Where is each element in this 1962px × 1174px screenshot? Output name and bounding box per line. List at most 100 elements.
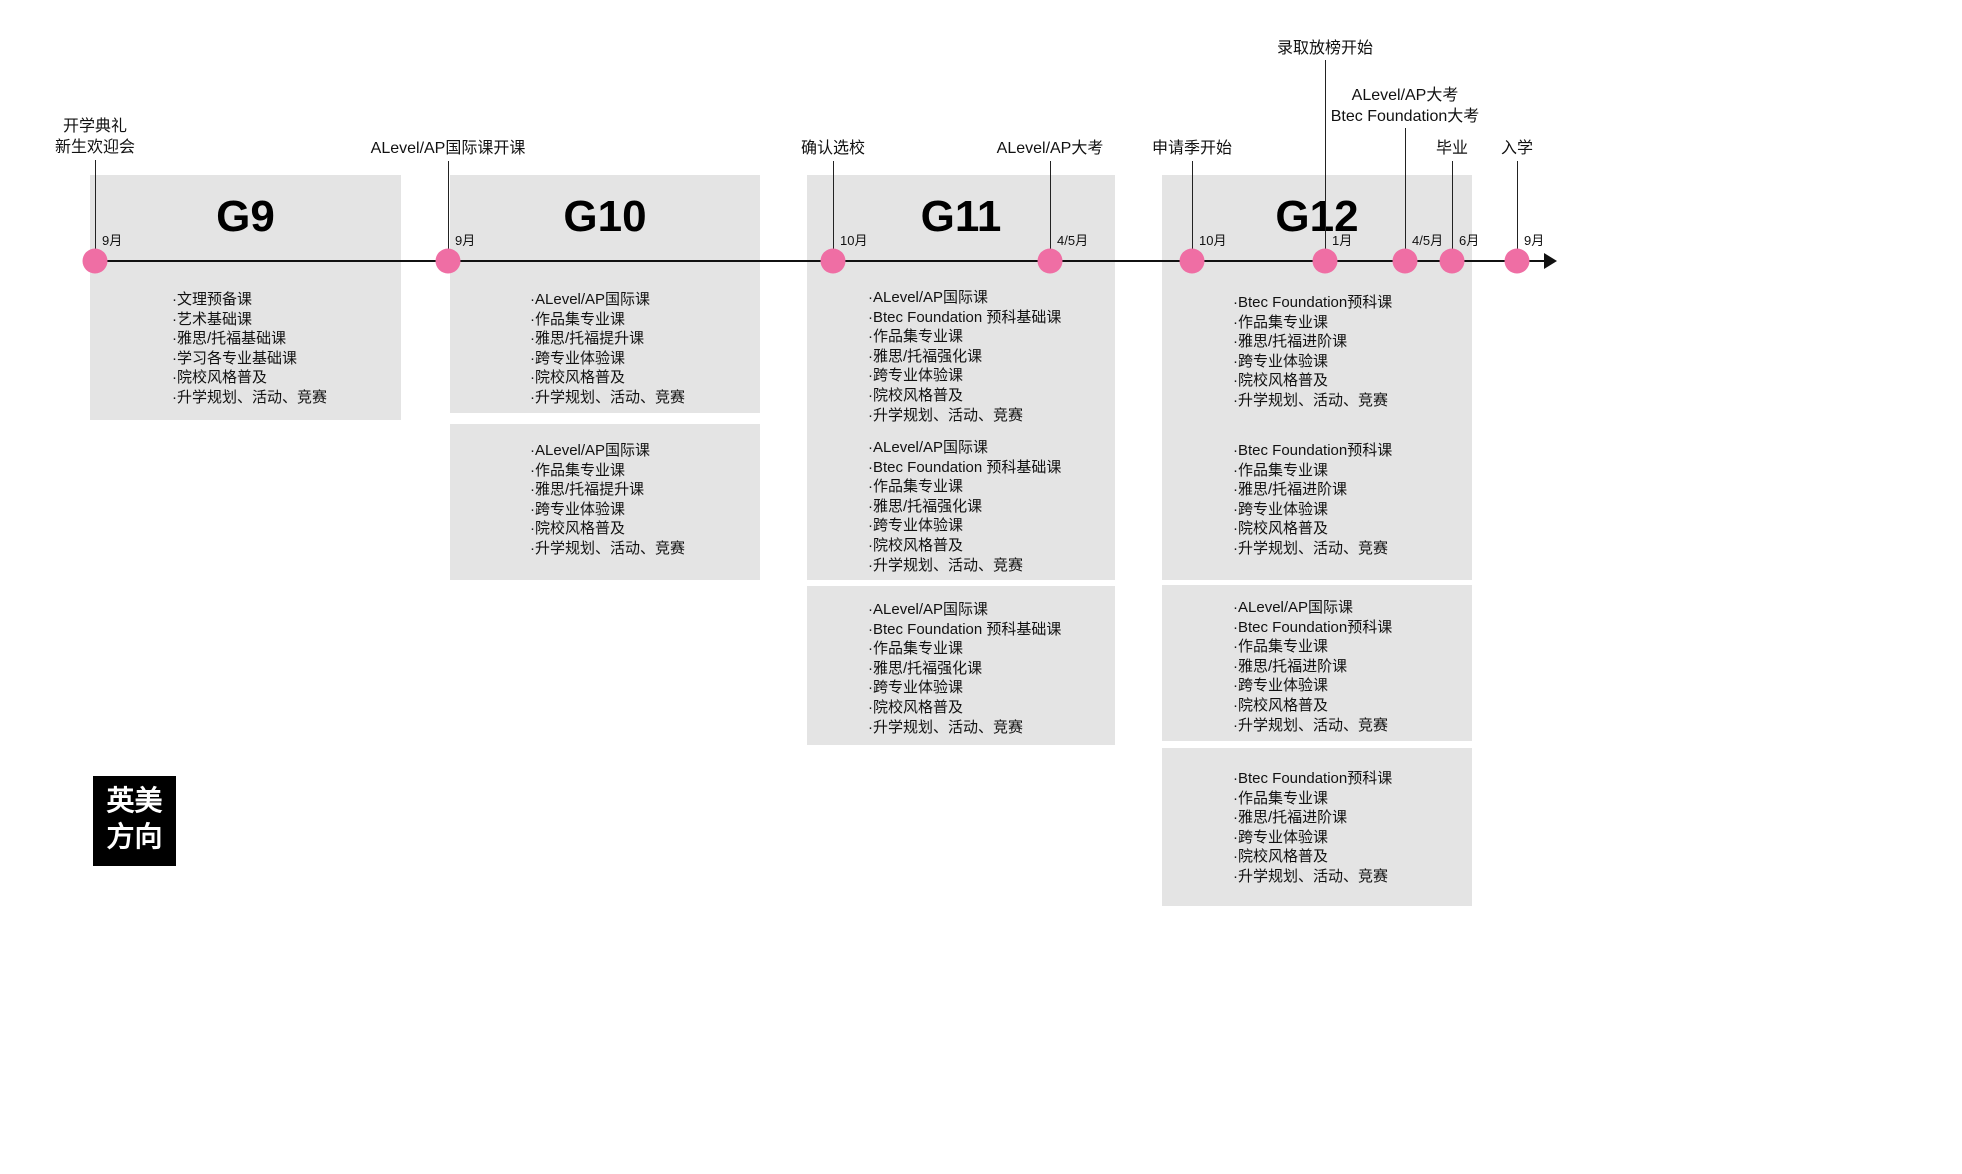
month-label: 6月 xyxy=(1459,233,1480,248)
month-label: 1月 xyxy=(1332,233,1353,248)
course-item: 升学规划、活动、竞赛 xyxy=(530,388,685,408)
course-item: 跨专业体验课 xyxy=(1233,352,1392,372)
grade-title: G9 xyxy=(216,192,275,241)
timeline-axis xyxy=(90,260,1546,262)
milestone-label: ALevel/AP大考 xyxy=(997,138,1104,159)
course-item: 院校风格普及 xyxy=(868,698,1061,718)
milestone-label-line: ALevel/AP大考 xyxy=(996,140,1104,157)
milestone-connector-line xyxy=(1405,128,1406,261)
course-item: 作品集专业课 xyxy=(1233,637,1392,657)
course-item: 作品集专业课 xyxy=(530,461,685,481)
course-item: 院校风格普及 xyxy=(868,536,1061,556)
course-item: 雅思/托福进阶课 xyxy=(1233,808,1392,828)
milestone-connector-line xyxy=(1517,161,1518,261)
course-item: 院校风格普及 xyxy=(530,368,685,388)
grade-title: G10 xyxy=(563,192,647,241)
timeline-dot xyxy=(1312,248,1338,274)
course-item: ALevel/AP国际课 xyxy=(1233,598,1392,618)
course-item: 艺术基础课 xyxy=(172,310,327,330)
course-item: 作品集专业课 xyxy=(868,639,1061,659)
course-item: 雅思/托福进阶课 xyxy=(1233,657,1392,677)
grade-title: G12 xyxy=(1275,192,1359,241)
course-list: ALevel/AP国际课作品集专业课雅思/托福提升课跨专业体验课院校风格普及升学… xyxy=(530,290,685,408)
course-item: 院校风格普及 xyxy=(868,386,1061,406)
course-item: 跨专业体验课 xyxy=(530,349,685,369)
timeline-dot xyxy=(1037,248,1063,274)
course-item: 作品集专业课 xyxy=(530,310,685,330)
milestone-connector-line xyxy=(833,161,834,261)
month-label: 4/5月 xyxy=(1412,233,1444,248)
milestone-label-line: 确认选校 xyxy=(800,140,866,157)
course-list: ALevel/AP国际课Btec Foundation预科课作品集专业课雅思/托… xyxy=(1233,598,1392,735)
milestone-label: 确认选校 xyxy=(801,138,865,159)
course-item: 院校风格普及 xyxy=(530,519,685,539)
course-item: 雅思/托福强化课 xyxy=(868,347,1061,367)
milestone-label: 入学 xyxy=(1501,138,1533,159)
course-item: 跨专业体验课 xyxy=(1233,676,1392,696)
month-label: 9月 xyxy=(1524,233,1545,248)
timeline-dot xyxy=(820,248,846,274)
milestone-label-line: 录取放榜开始 xyxy=(1276,40,1374,57)
course-item: 雅思/托福提升课 xyxy=(530,480,685,500)
milestone-label-line: 毕业 xyxy=(1435,140,1469,157)
course-item: Btec Foundation预科课 xyxy=(1233,441,1392,461)
course-item: 院校风格普及 xyxy=(1233,519,1392,539)
course-item: ALevel/AP国际课 xyxy=(868,288,1061,308)
course-item: ALevel/AP国际课 xyxy=(530,290,685,310)
legend-line: 英美 xyxy=(106,785,163,816)
milestone-label-line: ALevel/AP大考 xyxy=(1351,87,1459,104)
course-item: Btec Foundation 预科基础课 xyxy=(868,308,1061,328)
course-item: 院校风格普及 xyxy=(172,368,327,388)
course-item: 作品集专业课 xyxy=(868,477,1061,497)
milestone-label: 申请季开始 xyxy=(1152,138,1232,159)
milestone-connector-line xyxy=(95,160,96,261)
course-item: 学习各专业基础课 xyxy=(172,349,327,369)
course-item: 升学规划、活动、竞赛 xyxy=(1233,867,1392,887)
course-list: 文理预备课艺术基础课雅思/托福基础课学习各专业基础课院校风格普及升学规划、活动、… xyxy=(172,290,327,408)
milestone-label-line: 入学 xyxy=(1500,140,1534,157)
course-item: 雅思/托福基础课 xyxy=(172,329,327,349)
course-list: ALevel/AP国际课Btec Foundation 预科基础课作品集专业课雅… xyxy=(868,288,1061,425)
milestone-connector-line xyxy=(1050,161,1051,261)
course-list: ALevel/AP国际课作品集专业课雅思/托福提升课跨专业体验课院校风格普及升学… xyxy=(530,441,685,559)
course-item: 雅思/托福进阶课 xyxy=(1233,480,1392,500)
milestone-label-line: 申请季开始 xyxy=(1151,140,1233,157)
course-item: 升学规划、活动、竞赛 xyxy=(868,718,1061,738)
course-item: Btec Foundation预科课 xyxy=(1233,618,1392,638)
milestone-label-line: 开学典礼 xyxy=(62,118,128,135)
month-label: 4/5月 xyxy=(1057,233,1089,248)
course-item: 雅思/托福提升课 xyxy=(530,329,685,349)
month-label: 9月 xyxy=(102,233,123,248)
timeline-dot xyxy=(1439,248,1465,274)
course-item: 雅思/托福强化课 xyxy=(868,659,1061,679)
course-item: 升学规划、活动、竞赛 xyxy=(530,539,685,559)
month-label: 10月 xyxy=(840,233,868,248)
month-label: 9月 xyxy=(455,233,476,248)
milestone-label-line: Btec Foundation大考 xyxy=(1330,108,1480,125)
course-item: 升学规划、活动、竞赛 xyxy=(1233,391,1392,411)
timeline-dot xyxy=(1392,248,1418,274)
timeline-dot xyxy=(435,248,461,274)
course-item: 升学规划、活动、竞赛 xyxy=(1233,539,1392,559)
course-item: 院校风格普及 xyxy=(1233,696,1392,716)
direction-legend-badge: 英美 方向 xyxy=(93,776,176,866)
milestone-label: 录取放榜开始 xyxy=(1277,38,1373,59)
timeline-arrow-icon xyxy=(1544,253,1557,269)
milestone-label: ALevel/AP大考 Btec Foundation大考 xyxy=(1331,85,1480,127)
course-item: 作品集专业课 xyxy=(1233,789,1392,809)
course-item: 跨专业体验课 xyxy=(1233,500,1392,520)
timeline-dot xyxy=(1504,248,1530,274)
course-item: 作品集专业课 xyxy=(868,327,1061,347)
course-item: 作品集专业课 xyxy=(1233,461,1392,481)
milestone-label-line: ALevel/AP国际课开课 xyxy=(370,140,526,157)
milestone-label: 开学典礼新生欢迎会 xyxy=(55,116,135,158)
month-label: 10月 xyxy=(1199,233,1227,248)
course-item: 文理预备课 xyxy=(172,290,327,310)
course-item: ALevel/AP国际课 xyxy=(868,600,1061,620)
course-item: 升学规划、活动、竞赛 xyxy=(1233,716,1392,736)
timeline-dot xyxy=(1179,248,1205,274)
course-list: Btec Foundation预科课作品集专业课雅思/托福进阶课跨专业体验课院校… xyxy=(1233,769,1392,887)
milestone-connector-line xyxy=(1325,60,1326,261)
milestone-connector-line xyxy=(1192,161,1193,261)
